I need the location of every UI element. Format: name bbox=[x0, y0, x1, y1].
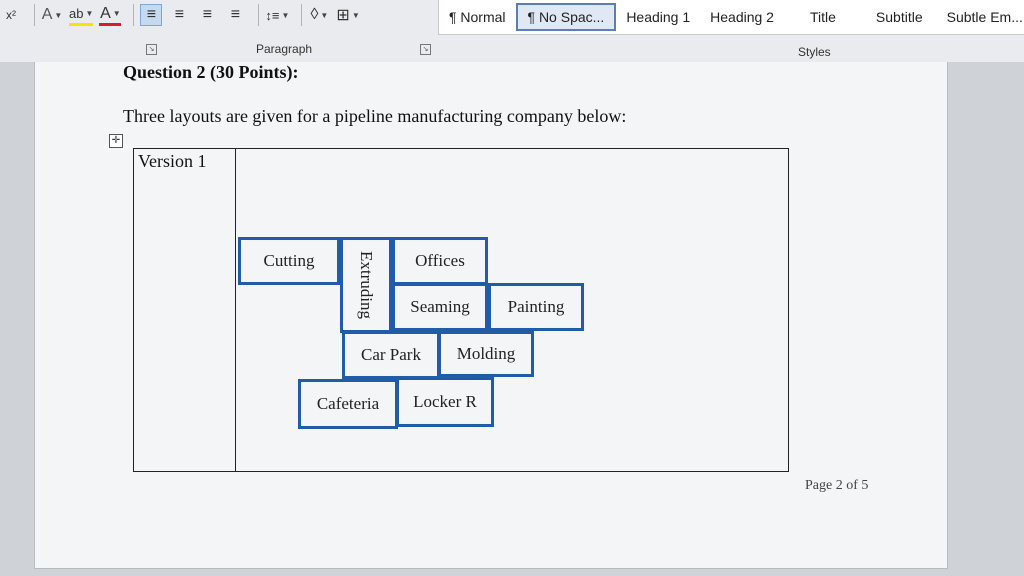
font-dialog-launcher-icon[interactable]: ↘ bbox=[146, 44, 157, 55]
divider bbox=[301, 4, 303, 26]
style-heading-2[interactable]: Heading 2 bbox=[710, 9, 774, 25]
layout-table[interactable]: Version 1 Cutting Extruding Offices Seam… bbox=[133, 148, 789, 472]
style-subtitle[interactable]: Subtitle bbox=[875, 9, 923, 25]
text-effects-icon[interactable]: A▼ bbox=[41, 6, 63, 23]
dept-painting: Painting bbox=[488, 283, 584, 331]
dept-offices: Offices bbox=[392, 237, 488, 285]
document-area: Question 2 (30 Points): Three layouts ar… bbox=[0, 62, 1024, 576]
shading-icon[interactable]: ◊▼ bbox=[310, 6, 329, 23]
style-title[interactable]: Title bbox=[809, 9, 836, 25]
style-no-spacing[interactable]: ¶ No Spac... bbox=[515, 3, 617, 31]
ribbon: x² A▼ ab▼ A▼ ≡ ≡ ≡ ≡ ↕≡▼ ◊▼ ⊞▼ ↘ Paragra… bbox=[0, 0, 1024, 63]
dept-car-park: Car Park bbox=[342, 331, 440, 379]
style-normal[interactable]: ¶ Normal bbox=[449, 9, 506, 25]
question-intro: Three layouts are given for a pipeline m… bbox=[123, 106, 627, 126]
highlight-icon[interactable]: ab▼ bbox=[69, 4, 94, 26]
justify-icon[interactable]: ≡ bbox=[230, 6, 241, 23]
divider bbox=[133, 4, 135, 26]
font-color-icon[interactable]: A▼ bbox=[99, 4, 122, 26]
page-number: Page 2 of 5 bbox=[805, 478, 869, 493]
paragraph-group-label: Paragraph bbox=[256, 42, 313, 56]
dept-cutting: Cutting bbox=[238, 237, 340, 285]
dept-molding: Molding bbox=[438, 331, 534, 377]
table-column-divider bbox=[235, 149, 236, 471]
align-left-icon[interactable]: ≡ bbox=[140, 4, 163, 26]
table-move-handle-icon[interactable]: ✛ bbox=[109, 134, 123, 148]
style-heading-1[interactable]: Heading 1 bbox=[626, 9, 691, 25]
align-right-icon[interactable]: ≡ bbox=[202, 6, 213, 23]
styles-gallery: ¶ Normal ¶ No Spac... Heading 1 Heading … bbox=[438, 0, 1024, 35]
document-page[interactable]: Question 2 (30 Points): Three layouts ar… bbox=[34, 62, 948, 569]
version-label: Version 1 bbox=[138, 151, 207, 171]
align-center-icon[interactable]: ≡ bbox=[174, 6, 185, 23]
line-spacing-icon[interactable]: ↕≡▼ bbox=[265, 7, 290, 23]
dept-locker: Locker R bbox=[396, 377, 494, 427]
style-subtle-emphasis[interactable]: Subtle Em... bbox=[946, 9, 1023, 25]
superscript-icon[interactable]: x² bbox=[6, 8, 16, 22]
dept-seaming: Seaming bbox=[392, 283, 488, 331]
paragraph-dialog-launcher-icon[interactable]: ↘ bbox=[420, 44, 431, 55]
divider bbox=[34, 4, 35, 26]
dept-cafeteria: Cafeteria bbox=[298, 379, 398, 429]
font-format-row: x² A▼ ab▼ A▼ ≡ ≡ ≡ ≡ ↕≡▼ ◊▼ ⊞▼ bbox=[0, 2, 366, 28]
dept-extruding: Extruding bbox=[340, 237, 392, 333]
divider bbox=[258, 4, 260, 26]
styles-group-label: Styles bbox=[798, 45, 831, 59]
question-title: Question 2 (30 Points): bbox=[123, 62, 299, 82]
borders-icon[interactable]: ⊞▼ bbox=[336, 7, 360, 24]
